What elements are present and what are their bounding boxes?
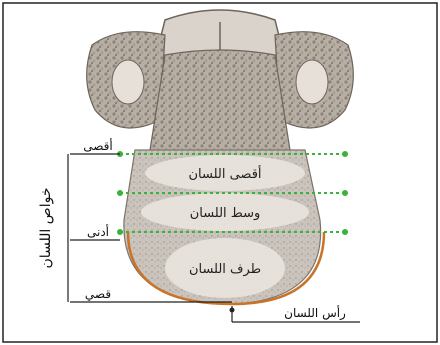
guide-point — [342, 151, 348, 157]
label-region-middle: وسط اللسان — [190, 206, 261, 221]
tip-point — [230, 308, 235, 313]
tongue-root — [150, 50, 290, 158]
left-cartilage — [112, 60, 144, 104]
label-region-back: أقصى اللسان — [188, 165, 261, 182]
right-cartilage — [296, 60, 328, 104]
guide-point — [117, 229, 123, 235]
label-top-left: أقصى — [83, 138, 112, 153]
label-vertical-axis: خواص اللسان — [38, 188, 54, 269]
guide-point — [342, 190, 348, 196]
label-tip-pointer: رأس اللسان — [284, 305, 346, 321]
label-bottom-left: قصي — [85, 287, 111, 301]
label-middle-left: أدنى — [87, 224, 109, 239]
guide-point — [117, 190, 123, 196]
label-region-tip: طرف اللسان — [189, 262, 261, 277]
guide-point — [342, 229, 348, 235]
